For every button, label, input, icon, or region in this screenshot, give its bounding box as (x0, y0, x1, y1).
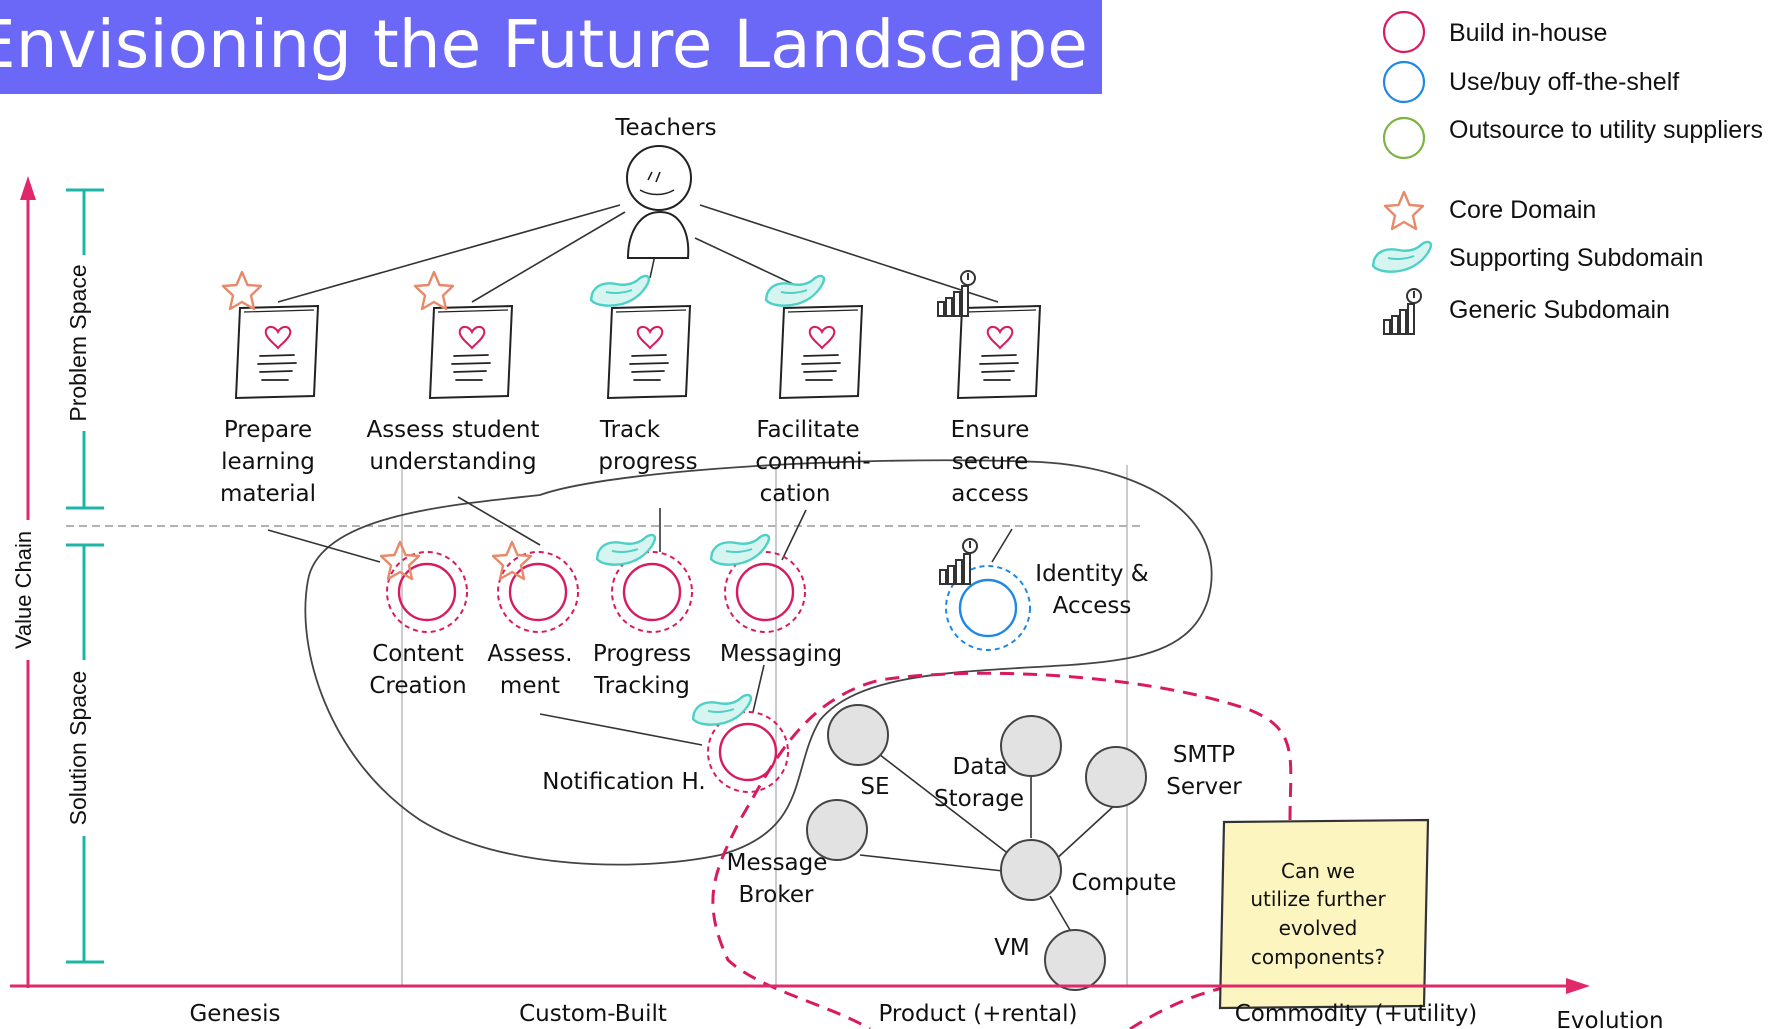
need-document-icon (607, 305, 691, 399)
solution-space-label: Solution Space (65, 671, 91, 826)
search-engine-node (827, 704, 889, 766)
legend-core-label: Core Domain (1449, 196, 1596, 224)
infrastructure-label: Message (727, 850, 828, 876)
supporting-hand-icon (589, 274, 651, 307)
problem-space-label-bg (70, 255, 98, 431)
need-label: understanding (369, 449, 536, 475)
core-domain-legend-icon (1383, 190, 1425, 231)
need-label: Prepare (224, 417, 312, 443)
need-label: Facilitate (756, 417, 859, 443)
value-chain-label: Value Chain (11, 531, 36, 649)
actor-need-links (277, 204, 999, 303)
supporting-hand-icon (595, 533, 657, 566)
core-domain-star-icon (379, 540, 421, 581)
sticky-note-line: utilize further (1250, 887, 1386, 911)
infrastructure-label: Storage (934, 786, 1024, 812)
title-banner: Envisioning the Future Landscape (0, 0, 1102, 94)
sticky-note-line: Can we (1281, 859, 1355, 883)
need-document-icon (429, 305, 513, 399)
component-label: Messaging (720, 641, 842, 667)
need-label: progress (598, 449, 697, 475)
component-label: Progress (593, 641, 691, 667)
supporting-hand-icon (709, 533, 771, 566)
infrastructure-nodes (806, 704, 1147, 991)
smtp-server-node (1085, 746, 1147, 808)
problem-space-label: Problem Space (65, 264, 91, 421)
data-storage-node (1000, 715, 1062, 777)
supporting-subdomain-legend-icon (1371, 240, 1433, 273)
need-document-icon (779, 305, 863, 399)
component-label: Creation (369, 673, 466, 699)
component-label: Tracking (593, 673, 690, 699)
sticky-note-line: evolved (1279, 916, 1358, 940)
infrastructure-label: Broker (739, 882, 814, 908)
component-label: Notification H. (542, 769, 705, 795)
evolution-arrowhead (1566, 978, 1590, 994)
buy-components (945, 565, 1031, 651)
need-label: cation (760, 481, 831, 507)
stage-label: Commodity (+utility) (1235, 1001, 1478, 1027)
infrastructure-label: VM (994, 935, 1030, 961)
vm-node (1044, 929, 1106, 991)
solution-boundary (304, 459, 1213, 866)
supporting-hand-icon (691, 693, 753, 726)
future-boundary (711, 671, 1293, 1029)
infrastructure-label: SE (860, 774, 889, 800)
message-broker-node (806, 799, 868, 861)
need-document-icon (957, 305, 1041, 399)
component-label: Identity & (1035, 561, 1148, 587)
need-label: Track (599, 417, 661, 443)
component-label: ment (500, 673, 560, 699)
legend-generic-label: Generic Subdomain (1449, 296, 1670, 324)
need-label: access (951, 481, 1029, 507)
stick-figure-icon (626, 145, 692, 259)
need-label: Assess student (366, 417, 539, 443)
generic-subdomain-legend-icon (1383, 288, 1422, 335)
need-label: communi- (755, 449, 870, 475)
infrastructure-label: Server (1166, 774, 1242, 800)
compute-node (1000, 839, 1062, 901)
build-in-house-swatch-icon (1382, 10, 1426, 54)
legend-buy-label: Use/buy off-the-shelf (1449, 68, 1679, 96)
buy-off-the-shelf-swatch-icon (1382, 60, 1426, 104)
stage-label: Product (+rental) (878, 1001, 1077, 1027)
legend-supporting-label: Supporting Subdomain (1449, 244, 1703, 272)
infrastructure-label: Data (953, 754, 1008, 780)
need-label: Ensure (951, 417, 1030, 443)
legend-build-label: Build in-house (1449, 19, 1607, 47)
infrastructure-label: SMTP (1173, 742, 1235, 768)
value-chain-label-bg (12, 520, 42, 660)
stage-label: Genesis (189, 1001, 280, 1027)
need-label: learning (221, 449, 315, 475)
page-title: Envisioning the Future Landscape (0, 6, 1088, 83)
core-domain-star-icon (491, 540, 533, 581)
component-label: Assess. (487, 641, 572, 667)
legend-outsource-label: Outsource to utility suppliers (1449, 116, 1763, 144)
generic-subdomain-icon (939, 538, 978, 585)
infrastructure-links (857, 737, 1117, 931)
solution-space-label-bg (70, 660, 98, 836)
sticky-note-line: components? (1251, 945, 1385, 969)
sticky-note: Can we utilize further evolved component… (1218, 818, 1430, 1010)
outsource-swatch-icon (1382, 116, 1426, 160)
infrastructure-label: Compute (1072, 870, 1177, 896)
evolution-label: Evolution (1556, 1008, 1663, 1029)
value-chain-arrowhead (20, 176, 36, 200)
need-label: material (220, 481, 316, 507)
need-component-links (267, 496, 1013, 746)
actor-label: Teachers (614, 115, 716, 141)
stage-label: Custom-Built (519, 1001, 667, 1027)
component-label: Access (1053, 593, 1132, 619)
supporting-hand-icon (764, 274, 826, 307)
need-document-icon (235, 305, 319, 399)
core-domain-star-icon (221, 270, 263, 311)
need-label: secure (952, 449, 1028, 475)
legend: Build in-house Use/buy off-the-shelf Out… (1371, 10, 1763, 335)
build-components (386, 551, 806, 793)
component-label: Content (372, 641, 463, 667)
core-domain-star-icon (413, 270, 455, 311)
